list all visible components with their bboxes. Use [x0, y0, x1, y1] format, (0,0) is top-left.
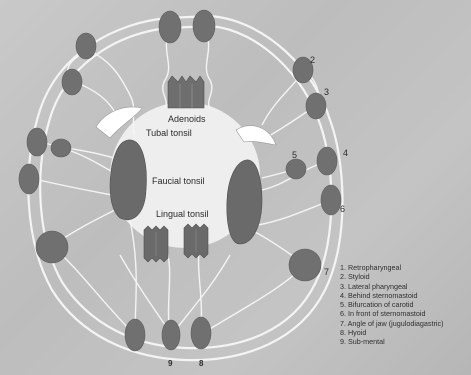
tubal-tonsil-right [235, 125, 277, 146]
adenoids-shape [167, 75, 205, 109]
node-legend: 1. Retropharyngeal 2. Styloid 3. Lateral… [340, 263, 468, 347]
lymph-nodes [18, 9, 342, 352]
label-adenoids: Adenoids [168, 114, 206, 124]
legend-item: 1. Retropharyngeal [340, 263, 402, 272]
node-retropharyngeal-right [192, 9, 216, 43]
node-submental-center [161, 319, 181, 351]
node-styloid-right [292, 56, 314, 84]
node-number-6: 6 [340, 204, 345, 214]
node-front-sternomastoid-right [320, 184, 342, 216]
node-behind-sternomastoid-left [26, 127, 48, 157]
legend-item: 3. Lateral pharyngeal [340, 281, 408, 291]
legend-item: 8. Hyoid [340, 328, 367, 338]
pharyngeal-area [110, 102, 260, 248]
tubal-tonsil-left [95, 106, 143, 139]
faucial-tonsil-left [109, 139, 147, 220]
node-jaw-left [35, 230, 69, 264]
label-tubal-tonsil: Tubal tonsil [146, 128, 192, 138]
legend-item: 6. In front of sternomastoid [340, 309, 426, 319]
node-number-4: 4 [343, 148, 348, 158]
node-carotid-left [50, 138, 72, 158]
node-number-9: 9 [168, 359, 173, 368]
label-faucial-tonsil: Faucial tonsil [152, 176, 205, 186]
node-behind-sternomastoid-right [316, 146, 338, 176]
node-submental-left [124, 318, 146, 352]
legend-item: 7. Angle of jaw (jugulodiagastric) [340, 318, 444, 328]
lingual-tonsil-shape [143, 223, 209, 263]
legend-item: 4. Behind sternomastoid [340, 290, 418, 300]
node-retropharyngeal-left [158, 10, 182, 44]
outer-vessel-ring [27, 14, 344, 362]
node-number-8: 8 [199, 359, 204, 368]
node-number-5: 5 [292, 150, 297, 160]
legend-item: 2. Styloid [340, 272, 370, 282]
label-lingual-tonsil: Lingual tonsil [156, 209, 209, 219]
node-front-sternomastoid-left [18, 163, 40, 195]
legend-item: 9. Sub-mental [340, 337, 385, 347]
node-lateral-pharyngeal-right [305, 92, 327, 120]
node-hyoid [190, 316, 212, 350]
node-lateral-pharyngeal-left [61, 68, 83, 96]
node-carotid-right [285, 158, 307, 180]
faucial-tonsil-right [226, 159, 263, 245]
node-jaw-right [288, 248, 322, 282]
legend-item: 5. Bifurcation of carotid [340, 300, 414, 310]
node-styloid-left [75, 32, 97, 60]
node-number-3: 3 [324, 87, 329, 97]
node-number-7: 7 [324, 267, 329, 277]
node-number-2: 2 [310, 55, 315, 65]
